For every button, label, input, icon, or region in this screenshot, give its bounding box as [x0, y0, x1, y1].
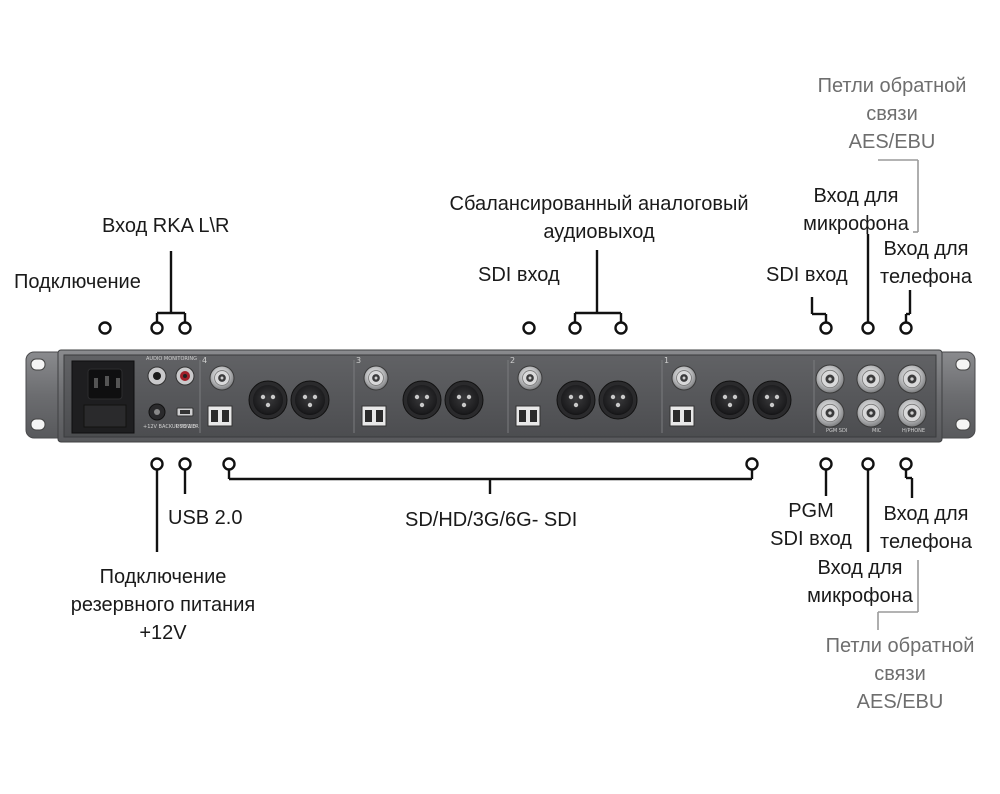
label-phone-input-bottom: Вход для телефона	[874, 500, 978, 556]
marker-dot-icon	[568, 321, 582, 335]
label-line: Вход для	[883, 503, 969, 525]
usb-port-icon	[176, 407, 194, 417]
bnc-connector-icon	[856, 364, 886, 394]
label-rca-input: Вход RKA L\R	[102, 215, 230, 237]
label-line: AES/EBU	[856, 691, 944, 713]
label-sdi-input-right: SDI вход	[766, 264, 848, 286]
rack-hole-icon	[30, 358, 46, 371]
xlr-connector-icon	[710, 380, 750, 420]
silk-audio-monitoring: AUDIO MONITORING	[146, 356, 197, 362]
label-aes-loop-bottom: Петли обратной связи AES/EBU	[814, 632, 986, 716]
rack-hole-icon	[955, 358, 971, 371]
xlr-connector-icon	[248, 380, 288, 420]
channel-number: 3	[356, 356, 362, 365]
marker-dot-icon	[899, 321, 913, 335]
label-line: Подключение	[99, 566, 227, 588]
marker-dot-icon	[614, 321, 628, 335]
label-sdi-family: SD/HD/3G/6G- SDI	[405, 509, 578, 531]
label-line: AES/EBU	[848, 131, 936, 153]
label-line: Вход для	[813, 185, 899, 207]
label-line: телефона	[880, 531, 972, 553]
label-line: связи	[874, 663, 926, 685]
marker-dot-icon	[98, 321, 112, 335]
label-line: Петли обратной	[825, 635, 975, 657]
label-aes-loop-top: Петли обратной связи AES/EBU	[806, 72, 978, 156]
bnc-connector-icon	[517, 365, 543, 391]
bnc-connector-icon	[815, 364, 845, 394]
bnc-connector-icon	[209, 365, 235, 391]
marker-dot-icon	[819, 457, 833, 471]
silk-backup-power: +12V BACKUP POWER	[143, 424, 199, 430]
rack-hole-icon	[955, 418, 971, 431]
label-line: аудиовыход	[543, 221, 655, 243]
label-line: Вход для	[817, 557, 903, 579]
xlr-connector-icon	[598, 380, 638, 420]
label-connection: Подключение	[14, 271, 141, 293]
marker-dot-icon	[150, 321, 164, 335]
silk-mic: MIC	[872, 428, 882, 434]
optical-port-icon	[361, 405, 387, 427]
marker-dot-icon	[819, 321, 833, 335]
optical-port-icon	[669, 405, 695, 427]
marker-dot-icon	[178, 321, 192, 335]
rca-jacks	[147, 366, 195, 386]
optical-port-icon	[207, 405, 233, 427]
marker-dot-icon	[522, 321, 536, 335]
label-usb: USB 2.0	[168, 507, 243, 529]
bnc-connector-icon	[897, 364, 927, 394]
channel-number: 2	[510, 356, 516, 365]
marker-dot-icon	[150, 457, 164, 471]
label-line: микрофона	[807, 585, 913, 607]
xlr-connector-icon	[556, 380, 596, 420]
label-line: Вход для	[883, 238, 969, 260]
rack-hole-icon	[30, 418, 46, 431]
label-mic-input-bottom: Вход для микрофона	[798, 554, 922, 610]
label-line: Петли обратной	[817, 75, 967, 97]
xlr-connector-icon	[444, 380, 484, 420]
label-line: микрофона	[803, 213, 909, 235]
marker-dot-icon	[178, 457, 192, 471]
channel-number: 1	[664, 356, 670, 365]
marker-dot-icon	[745, 457, 759, 471]
silk-pgm-sdi: PGM SDI	[826, 428, 848, 434]
label-pgm-sdi-input: PGM SDI вход	[766, 497, 856, 553]
marker-dot-icon	[222, 457, 236, 471]
label-balanced-analog-out: Сбалансированный аналоговый аудиовыход	[433, 190, 765, 246]
label-mic-input-top: Вход для микрофона	[794, 182, 918, 238]
xlr-connector-icon	[290, 380, 330, 420]
label-line: связи	[866, 103, 918, 125]
rack-ear-right	[934, 351, 976, 439]
silk-usb: USB 2.0	[176, 424, 196, 430]
bnc-connector-icon	[897, 398, 927, 428]
silk-hphone: H/PHONE	[902, 428, 926, 434]
bnc-connector-icon	[671, 365, 697, 391]
dc-power-jack-icon	[148, 403, 166, 421]
power-inlet-icon	[71, 360, 135, 434]
marker-dot-icon	[899, 457, 913, 471]
label-line: Сбалансированный аналоговый	[449, 193, 749, 215]
xlr-connector-icon	[752, 380, 792, 420]
callout-markers	[98, 321, 913, 471]
bnc-connector-icon	[363, 365, 389, 391]
label-line: PGM	[788, 500, 834, 522]
aes-bracket-lines	[877, 159, 919, 630]
label-line: SDI вход	[770, 528, 852, 550]
label-backup-power: Подключение резервного питания +12V	[52, 563, 274, 647]
bnc-connector-icon	[856, 398, 886, 428]
label-line: +12V	[139, 622, 187, 644]
optical-port-icon	[515, 405, 541, 427]
label-sdi-input-center: SDI вход	[478, 264, 560, 286]
label-line: телефона	[880, 266, 972, 288]
channel-number: 4	[202, 356, 208, 365]
bnc-connector-icon	[815, 398, 845, 428]
label-phone-input-top: Вход для телефона	[874, 235, 978, 291]
marker-dot-icon	[861, 321, 875, 335]
xlr-connector-icon	[402, 380, 442, 420]
marker-dot-icon	[861, 457, 875, 471]
label-line: резервного питания	[70, 594, 256, 616]
